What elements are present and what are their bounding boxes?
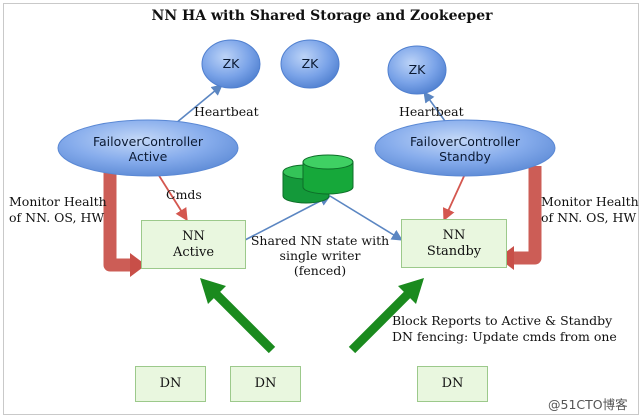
nn-standby-line2: Standby — [426, 243, 482, 259]
storage-link-active — [244, 195, 331, 241]
failover-active-line1: FailoverController — [92, 134, 203, 149]
dn-node-1: DN — [135, 366, 206, 402]
monitor-left-line1: Monitor Health — [9, 194, 107, 209]
nn-active-line2: Active — [172, 244, 215, 260]
zk-node-1 — [201, 39, 261, 89]
failover-active-label: FailoverController Active — [58, 134, 238, 164]
nn-standby-line1: NN — [442, 227, 466, 243]
monitor-health-left: Monitor Health of NN. OS, HW — [9, 194, 107, 226]
failover-active-line2: Active — [128, 149, 168, 164]
block-report-arrow-active — [200, 278, 276, 354]
dn-node-1-label: DN — [159, 376, 182, 391]
monitor-arrow-left — [103, 168, 146, 277]
storage-link-standby — [329, 195, 403, 241]
failover-standby-line2: Standby — [439, 149, 491, 164]
zk-node-3 — [387, 45, 447, 95]
heartbeat-label-left: Heartbeat — [194, 104, 259, 119]
block-reports-line1: Block Reports to Active & Standby — [392, 313, 613, 328]
shared-state-line3: (fenced) — [293, 263, 347, 278]
zk-node-2 — [280, 39, 340, 89]
monitor-left-line2: of NN. OS, HW — [9, 210, 105, 225]
dn-node-3-label: DN — [441, 376, 464, 391]
monitor-right-line1: Monitor Health — [541, 194, 639, 209]
block-reports-label: Block Reports to Active & Standby DN fen… — [392, 313, 617, 345]
failover-standby-line1: FailoverController — [409, 134, 520, 149]
cmds-arrow-left — [157, 173, 188, 222]
shared-state-label: Shared NN state with single writer (fenc… — [250, 233, 390, 278]
diagram-title: NN HA with Shared Storage and Zookeeper — [151, 8, 493, 24]
zk-node-1-label: ZK — [222, 56, 240, 71]
zk-node-2-label: ZK — [301, 56, 319, 71]
heartbeat-label-right: Heartbeat — [399, 104, 464, 119]
block-reports-line2: DN fencing: Update cmds from one — [392, 329, 617, 344]
monitor-health-right: Monitor Health of NN. OS, HW — [541, 194, 639, 226]
dn-node-2-label: DN — [254, 376, 277, 391]
watermark: @51CTO博客 — [548, 397, 628, 412]
zk-node-3-label: ZK — [408, 62, 426, 77]
shared-storage-icon — [282, 154, 354, 204]
diagram-frame — [3, 3, 639, 415]
cmds-arrow-right — [442, 173, 466, 222]
nn-active-box: NN Active — [141, 220, 246, 269]
failover-controller-active — [57, 119, 239, 177]
failover-standby-label: FailoverController Standby — [375, 134, 555, 164]
block-report-arrow-standby — [348, 278, 424, 354]
heartbeat-arrow-left — [169, 84, 223, 129]
cmds-label: Cmds — [166, 187, 202, 202]
nn-standby-box: NN Standby — [401, 219, 507, 268]
dn-node-3: DN — [417, 366, 488, 402]
monitor-right-line2: of NN. OS, HW — [541, 210, 637, 225]
shared-state-line2: single writer — [279, 248, 361, 263]
nn-active-line1: NN — [182, 228, 205, 244]
failover-controller-standby — [374, 119, 556, 177]
dn-node-2: DN — [230, 366, 301, 402]
shared-state-line1: Shared NN state with — [250, 233, 390, 248]
